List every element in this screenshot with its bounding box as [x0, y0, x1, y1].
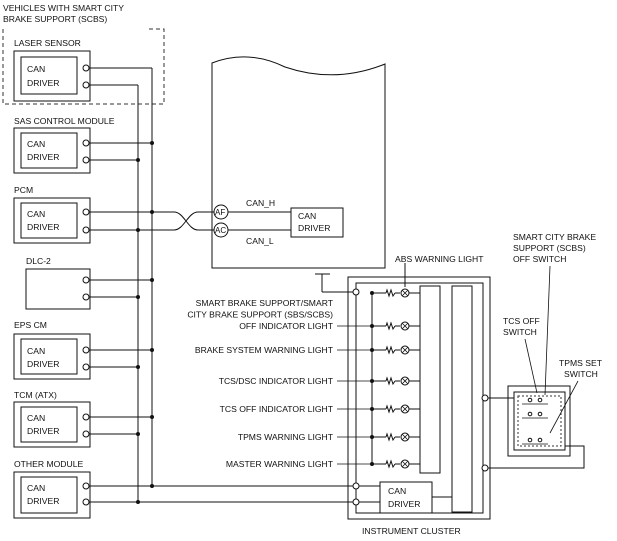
- scbs-off-switch-label-1: SMART CITY BRAKE: [513, 232, 596, 242]
- module-laser-sensor: LASER SENSOR CAN DRIVER: [13, 38, 91, 102]
- svg-text:DRIVER: DRIVER: [298, 223, 330, 233]
- module-label: TCM (ATX): [14, 390, 57, 400]
- module-dlc2: DLC-2: [25, 256, 91, 310]
- scbs-group: VEHICLES WITH SMART CITY BRAKE SUPPORT (…: [2, 3, 165, 105]
- module-label: SAS CONTROL MODULE: [14, 116, 115, 126]
- light-label: TCS OFF INDICATOR LIGHT: [220, 404, 334, 414]
- svg-text:DRIVER: DRIVER: [27, 496, 59, 506]
- instrument-cluster: CAN DRIVER INSTRUMENT CLUSTER: [315, 273, 491, 536]
- module-label: EPS CM: [14, 320, 47, 330]
- svg-text:DRIVER: DRIVER: [27, 359, 59, 369]
- module-other: OTHER MODULE CAN DRIVER: [13, 459, 91, 519]
- module-pcm: PCM CAN DRIVER: [13, 185, 91, 244]
- can-driver-box: [20, 132, 78, 169]
- warning-light-rows: ABS WARNING LIGHT SMART BRAKE SUPPORT/SMA…: [187, 254, 484, 469]
- cluster-label: INSTRUMENT CLUSTER: [362, 526, 461, 536]
- light-label: MASTER WARNING LIGHT: [226, 459, 334, 469]
- light-label: TPMS WARNING LIGHT: [238, 432, 334, 442]
- warning-light-row: TCS/DSC INDICATOR LIGHT: [219, 376, 420, 386]
- resistor-icon: [385, 288, 396, 298]
- can-driver-box: [20, 338, 78, 375]
- scbs-group-label-line2: BRAKE SUPPORT (SCBS): [3, 14, 107, 24]
- pcm-zoom-callout: AF AC CAN_H CAN_L CAN DRIVER: [138, 56, 386, 269]
- module-label: PCM: [14, 185, 33, 195]
- svg-text:DRIVER: DRIVER: [27, 426, 59, 436]
- pcm-zoom-frame: [211, 56, 386, 269]
- warning-light-row: TCS OFF INDICATOR LIGHT: [220, 404, 420, 414]
- resistor-icon: [385, 404, 396, 414]
- resistor-icon: [385, 459, 396, 469]
- module-sas-control: SAS CONTROL MODULE CAN DRIVER: [13, 116, 115, 174]
- svg-text:DRIVER: DRIVER: [27, 222, 59, 232]
- svg-text:DRIVER: DRIVER: [27, 78, 59, 88]
- svg-text:DRIVER: DRIVER: [388, 499, 420, 509]
- switch-housing: [507, 385, 571, 457]
- can-driver-box: [20, 476, 78, 514]
- module-label: DLC-2: [26, 256, 51, 266]
- resistor-icon: [385, 321, 396, 331]
- scbs-group-frame: [2, 28, 165, 105]
- switch-assembly: SMART CITY BRAKE SUPPORT (SCBS) OFF SWIT…: [481, 232, 603, 472]
- light-label: CITY BRAKE SUPPORT (SBS/SCBS): [187, 310, 333, 320]
- warning-light-row: MASTER WARNING LIGHT: [226, 459, 420, 469]
- svg-text:CAN: CAN: [298, 211, 316, 221]
- can-bus-trunk: [90, 67, 356, 504]
- can-driver-box: [20, 406, 78, 443]
- scbs-group-label-line1: VEHICLES WITH SMART CITY: [3, 3, 124, 13]
- svg-text:DRIVER: DRIVER: [27, 152, 59, 162]
- wire-can-l: CAN_L: [246, 236, 274, 246]
- light-label: TCS/DSC INDICATOR LIGHT: [219, 376, 334, 386]
- svg-text:CAN: CAN: [27, 209, 45, 219]
- svg-text:AC: AC: [215, 226, 226, 235]
- tpms-set-switch-label-2: SWITCH: [564, 369, 598, 379]
- module-tcm: TCM (ATX) CAN DRIVER: [13, 390, 91, 448]
- svg-text:AF: AF: [215, 208, 225, 217]
- can-driver-box: [20, 56, 78, 95]
- light-label: SMART BRAKE SUPPORT/SMART: [196, 298, 334, 308]
- svg-text:CAN: CAN: [27, 64, 45, 74]
- svg-text:CAN: CAN: [27, 139, 45, 149]
- svg-text:CAN: CAN: [27, 483, 45, 493]
- cluster-bus-bar-2: [451, 285, 473, 513]
- light-label: BRAKE SYSTEM WARNING LIGHT: [195, 345, 334, 355]
- svg-text:CAN: CAN: [388, 486, 406, 496]
- warning-light-row: SMART BRAKE SUPPORT/SMART CITY BRAKE SUPP…: [187, 298, 420, 331]
- pcm-can-driver: [290, 207, 344, 238]
- warning-light-row: TPMS WARNING LIGHT: [238, 432, 420, 442]
- warning-light-row: ABS WARNING LIGHT: [370, 254, 484, 298]
- scbs-off-switch-label-2: SUPPORT (SCBS): [513, 243, 586, 253]
- module-label: LASER SENSOR: [14, 38, 81, 48]
- tcs-off-switch-label-1: TCS OFF: [503, 316, 540, 326]
- tcs-off-switch-label-2: SWITCH: [503, 327, 537, 337]
- wire-can-h: CAN_H: [246, 198, 275, 208]
- module-eps-cm: EPS CM CAN DRIVER: [13, 320, 91, 380]
- scbs-off-switch-label-3: OFF SWITCH: [513, 254, 566, 264]
- resistor-icon: [385, 345, 396, 355]
- cluster-bus-bar-1: [419, 285, 441, 474]
- svg-text:CAN: CAN: [27, 413, 45, 423]
- resistor-icon: [385, 432, 396, 442]
- light-label: OFF INDICATOR LIGHT: [239, 321, 333, 331]
- svg-text:CAN: CAN: [27, 346, 45, 356]
- can-driver-box: [20, 202, 78, 239]
- light-label: ABS WARNING LIGHT: [395, 254, 484, 264]
- warning-light-row: BRAKE SYSTEM WARNING LIGHT: [195, 345, 420, 355]
- tpms-set-switch-label-1: TPMS SET: [559, 358, 603, 368]
- resistor-icon: [385, 376, 396, 386]
- module-label: OTHER MODULE: [14, 459, 84, 469]
